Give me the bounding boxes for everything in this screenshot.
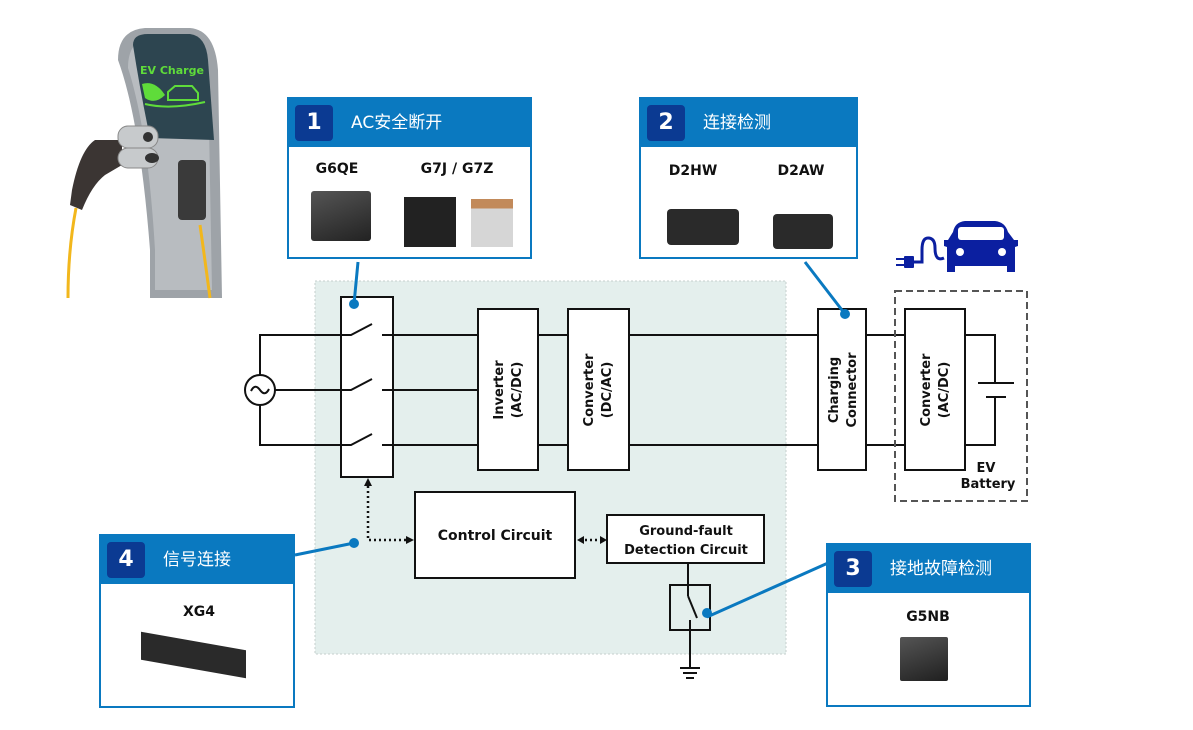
charging-connector-label: Charging xyxy=(827,357,842,423)
ev-battery-label-1: EV xyxy=(977,461,996,476)
converter-dcac-block xyxy=(567,308,630,471)
product-name: D2AW xyxy=(777,163,825,179)
product-name: G6QE xyxy=(315,161,359,177)
card-ground-fault-detection: 3 接地故障检测 G5NB xyxy=(826,543,1031,707)
converter-acdc-label: Converter xyxy=(919,353,934,426)
charger-screen-label: EV Charge xyxy=(140,64,204,77)
g7j-relay-image xyxy=(404,197,456,247)
g7z-relay-image xyxy=(471,199,513,247)
card-number: 2 xyxy=(647,105,685,141)
product-name: G5NB xyxy=(906,609,950,625)
card-ac-disconnect: 1 AC安全断开 G6QE G7J / G7Z xyxy=(287,97,532,259)
card-title: 连接检测 xyxy=(703,113,771,133)
ground-fault-block xyxy=(606,514,765,564)
product-name: D2HW xyxy=(668,163,718,179)
svg-text:Inverter: Inverter xyxy=(492,360,507,420)
ev-charger-station-icon: EV Charge xyxy=(66,28,222,299)
converter-acdc-block xyxy=(904,308,966,471)
ev-car-plug-icon xyxy=(896,221,1018,272)
card-number: 3 xyxy=(834,551,872,587)
ground-fault-label-2: Detection Circuit xyxy=(624,543,748,558)
card-signal-connection: 4 信号连接 XG4 xyxy=(99,534,295,708)
charging-connector-block xyxy=(817,308,867,471)
inverter-block xyxy=(477,308,539,471)
card-title: 信号连接 xyxy=(163,550,231,570)
svg-text:Converter: Converter xyxy=(582,353,597,426)
card-title: AC安全断开 xyxy=(351,113,443,133)
charging-connector-sublabel: Connector xyxy=(845,352,860,428)
g5nb-relay-image xyxy=(900,637,948,681)
svg-text:Converter: Converter xyxy=(919,353,934,426)
ev-battery-label-2: Battery xyxy=(961,477,1016,492)
svg-text:(AC/DC): (AC/DC) xyxy=(937,362,952,419)
inverter-label: Inverter xyxy=(492,360,507,420)
svg-text:(DC/AC): (DC/AC) xyxy=(600,362,615,419)
inverter-sublabel: (AC/DC) xyxy=(510,362,525,419)
ground-fault-label-1: Ground-fault xyxy=(639,524,733,539)
xg4-connector-image xyxy=(141,631,246,679)
converter-dcac-sublabel: (DC/AC) xyxy=(600,362,615,419)
converter-dcac-label: Converter xyxy=(582,353,597,426)
card-number: 1 xyxy=(295,105,333,141)
svg-text:Connector: Connector xyxy=(845,352,860,428)
product-name: G7J / G7Z xyxy=(420,161,494,177)
card-number: 4 xyxy=(107,542,145,578)
svg-text:Charging: Charging xyxy=(827,357,842,423)
card-title: 接地故障检测 xyxy=(890,559,992,579)
control-circuit-block xyxy=(414,491,576,579)
card-connection-detection: 2 连接检测 D2HW D2AW xyxy=(639,97,858,259)
product-name: XG4 xyxy=(182,604,216,620)
d2hw-switch-image xyxy=(667,209,739,245)
converter-acdc-sublabel: (AC/DC) xyxy=(937,362,952,419)
g6qe-relay-image xyxy=(311,191,371,241)
d2aw-switch-image xyxy=(773,214,833,249)
ac-disconnect-relay xyxy=(340,296,394,478)
svg-text:(AC/DC): (AC/DC) xyxy=(510,362,525,419)
ground-icon xyxy=(680,667,700,679)
ev-dashed-box xyxy=(894,290,1028,502)
control-circuit-label: Control Circuit xyxy=(438,528,553,544)
